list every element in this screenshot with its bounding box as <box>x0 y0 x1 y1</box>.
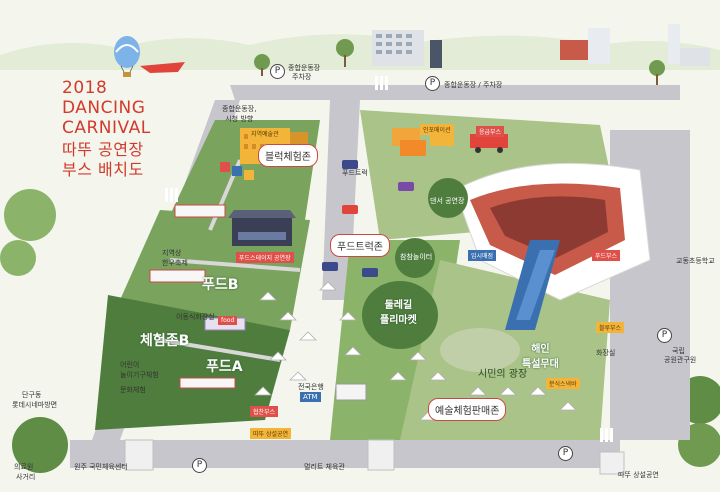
label-dancer-rest: 댄서 공연장 <box>430 197 465 205</box>
label-bottom-left1: 의료원 <box>14 463 34 471</box>
label-east-school: 교동초등학교 <box>676 257 715 265</box>
label-bluebooth: 임시매점 <box>468 250 497 261</box>
zone-special-stage[interactable]: 해인 특설무대 <box>522 344 559 370</box>
label-lot-sign: 푸드트럭 <box>342 169 368 177</box>
title-line1: DANCING <box>62 98 146 118</box>
info-buildings <box>392 128 508 156</box>
dancing-stage <box>228 210 296 246</box>
hot-air-balloon <box>114 36 185 77</box>
label-biz-booth: 협찬부스 <box>250 406 279 417</box>
map-subtitle: 따뚜 공연장 부스 배치도 <box>62 140 144 180</box>
label-left-road2: 롯데시네마방면 <box>12 401 58 409</box>
label-stall-row: 분식스낵바 <box>546 378 580 389</box>
label-toilet-right: 화장실 <box>596 349 616 357</box>
label-bottom-center: 원주 국민체육센터 <box>74 463 128 471</box>
zone-block-experience[interactable]: 블럭체험존 <box>258 144 318 167</box>
title-year: 2018 <box>62 78 108 98</box>
distant-hills <box>0 34 720 70</box>
label-atm[interactable]: ATM <box>300 392 321 402</box>
plazas <box>362 178 520 372</box>
crosswalks <box>165 76 613 442</box>
label-mobile-toilet: 이동식화장실 <box>176 313 215 321</box>
cars <box>322 160 414 401</box>
parking-icon-bottom1[interactable]: P <box>192 458 207 473</box>
top-buildings <box>372 24 710 68</box>
label-photo-zone: 참참놀이터 <box>400 253 433 261</box>
stadium <box>454 162 651 330</box>
label-bottom-right: 따뚜 상설공연 <box>618 471 659 479</box>
zone-food-a[interactable]: 푸드A <box>206 359 243 375</box>
label-first-aid[interactable]: 응급부스 <box>476 126 505 137</box>
zone-food-b[interactable]: 푸드B <box>202 277 239 293</box>
label-bottom-center2: 멀리트 체육관 <box>304 463 345 471</box>
parking-icon-top[interactable]: P <box>270 64 285 79</box>
zone-art-sales[interactable]: 예술체험판매존 <box>428 398 507 421</box>
parking-east-label1: 국립 <box>672 347 685 355</box>
label-culture-exp: 문화체험 <box>120 386 146 394</box>
parking-icon-bottom2[interactable]: P <box>558 446 573 461</box>
label-kids-play: 어린이 놀이기구체험 <box>120 361 159 379</box>
map-title: 2018 DANCING CARNIVAL <box>62 78 151 138</box>
label-treasure: 지역예술관 <box>248 128 282 139</box>
parking-icon-right[interactable]: P <box>425 76 440 91</box>
label-left-road1: 단구동 <box>22 391 42 399</box>
label-local-food: 지역상 한우축제 <box>162 249 188 267</box>
parking-top-label2: 주차장 <box>292 73 312 81</box>
parking-icon-east[interactable]: P <box>657 328 672 343</box>
label-bottom-left2: 사거리 <box>16 473 36 481</box>
zone-experience-b[interactable]: 체험존B <box>140 333 190 349</box>
zone-bubble-flea[interactable]: 둘레길 플리마켓 <box>380 300 417 326</box>
zone-citizen-square[interactable]: 시민의 광장 <box>478 369 528 380</box>
white-tents <box>254 281 577 421</box>
parking-top-label1: 종합운동장 <box>288 64 321 72</box>
label-atm-top: 전국은행 <box>298 383 324 391</box>
label-stadium-direction: 종합운동장, 시청 방향 <box>222 105 257 123</box>
subtitle-line2: 부스 배치도 <box>62 160 144 179</box>
bottom-buildings <box>124 439 625 475</box>
parking-east-label2: 공원관구원 <box>664 356 697 364</box>
label-musicbooth: 블루부스 <box>596 322 625 333</box>
label-dancing-stage: 푸드스테이지 공연장 <box>236 252 294 263</box>
subtitle-line1: 따뚜 공연장 <box>62 140 144 159</box>
zone-food-truck[interactable]: 푸드트럭존 <box>330 234 390 257</box>
label-redbooth-right: 푸드부스 <box>592 250 621 261</box>
title-line2: CARNIVAL <box>62 118 151 138</box>
label-info[interactable]: 인포메이션 <box>420 124 454 135</box>
parking-right-label: 종합운동장 / 주차장 <box>444 81 503 89</box>
label-food-sign: food <box>218 316 238 325</box>
label-cafe: 따뚜 상설공연 <box>250 428 292 439</box>
